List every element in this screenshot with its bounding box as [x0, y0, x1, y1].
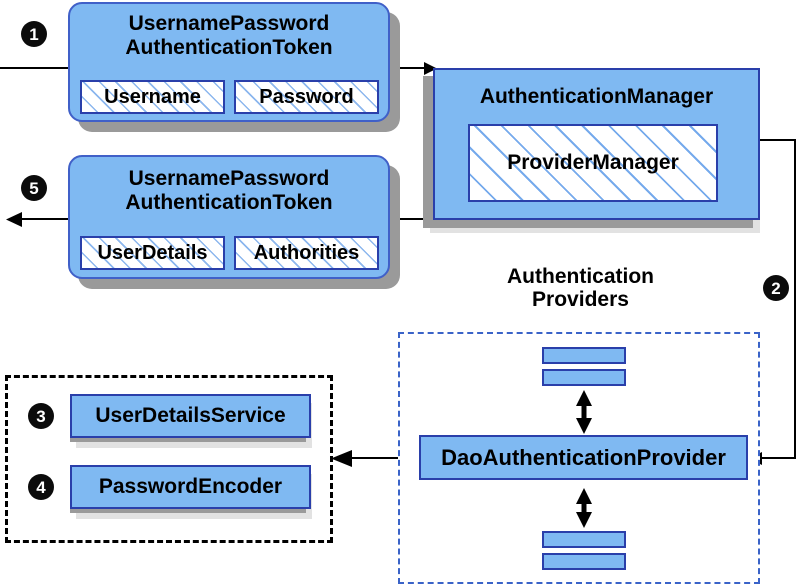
- passwordencoder-box[interactable]: PasswordEncoder: [70, 465, 311, 509]
- response-token-field-userdetails[interactable]: UserDetails: [80, 236, 225, 270]
- request-token-title: UsernamePassword AuthenticationToken: [70, 12, 388, 59]
- authentication-providers-title: Authentication Providers: [468, 265, 693, 311]
- response-token-title-line1: UsernamePassword: [128, 167, 330, 190]
- step-marker-5: 5: [21, 175, 47, 201]
- provider-placeholder-top-1: [542, 347, 626, 364]
- userdetailsservice-box[interactable]: UserDetailsService: [70, 394, 311, 438]
- userdetailsservice-label: UserDetailsService: [95, 404, 286, 427]
- request-token-title-line1: UsernamePassword: [128, 12, 330, 35]
- field-label: Password: [259, 85, 354, 108]
- response-token-title-line2: AuthenticationToken: [125, 190, 333, 214]
- authentication-manager-title: AuthenticationManager: [479, 85, 714, 108]
- request-token-field-username[interactable]: Username: [80, 80, 225, 114]
- response-token-field-authorities[interactable]: Authorities: [234, 236, 379, 270]
- provider-placeholder-bottom-2: [542, 553, 626, 570]
- provider-placeholder-bottom-1: [542, 531, 626, 548]
- passwordencoder-label: PasswordEncoder: [98, 475, 283, 498]
- request-token-field-password[interactable]: Password: [234, 80, 379, 114]
- provider-manager-label: ProviderManager: [507, 151, 679, 174]
- step-marker-2: 2: [763, 275, 789, 301]
- response-token-title: UsernamePassword AuthenticationToken: [70, 167, 388, 214]
- dao-authentication-provider-box[interactable]: DaoAuthenticationProvider: [419, 435, 748, 480]
- dao-provider-label: DaoAuthenticationProvider: [441, 444, 726, 470]
- field-label: Username: [104, 85, 201, 108]
- step-marker-1: 1: [21, 21, 47, 47]
- provider-manager-box[interactable]: ProviderManager: [468, 124, 718, 202]
- providers-title-line1: Authentication: [507, 265, 654, 288]
- field-label: UserDetails: [97, 241, 208, 264]
- providers-title-line2: Providers: [532, 288, 629, 312]
- step-marker-3: 3: [28, 403, 54, 429]
- field-label: Authorities: [253, 241, 360, 264]
- provider-placeholder-top-2: [542, 369, 626, 386]
- step-marker-4: 4: [28, 474, 54, 500]
- request-token-title-line2: AuthenticationToken: [125, 35, 333, 59]
